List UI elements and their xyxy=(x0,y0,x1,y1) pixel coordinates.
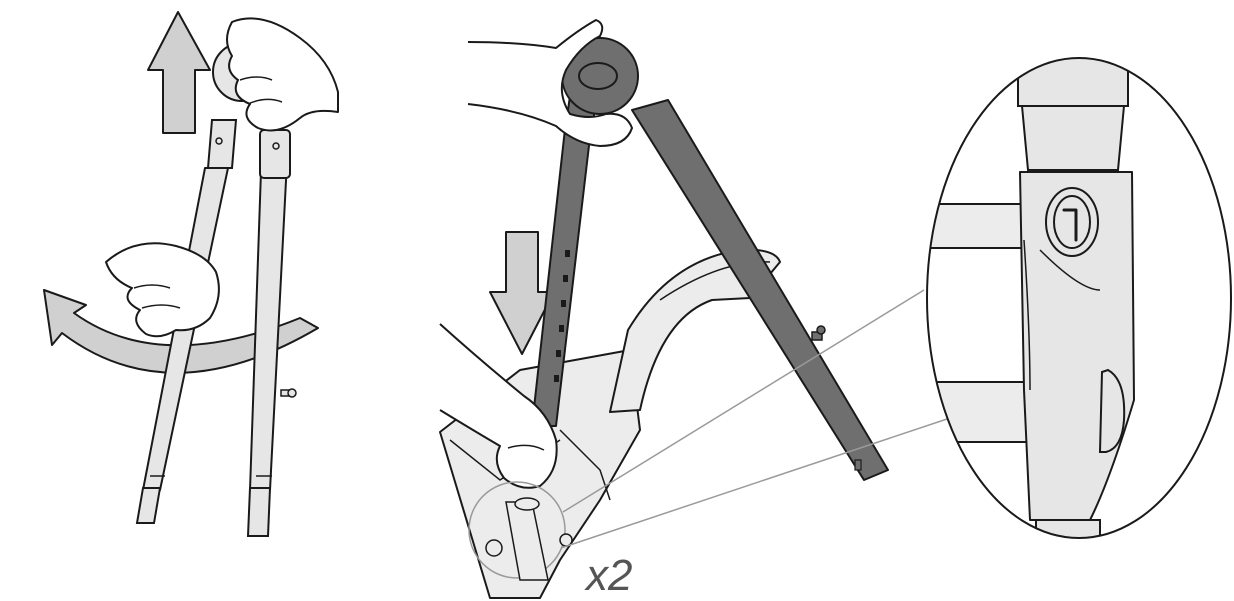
dark-right-leg xyxy=(631,99,889,481)
panel-3-detail-zoom xyxy=(926,57,1232,539)
right-leg-foot xyxy=(246,487,272,537)
dark-leg-push-pin xyxy=(811,325,826,341)
lock-indicator-icon xyxy=(1045,187,1099,257)
zoom-connector-lines xyxy=(560,289,963,549)
curved-rotate-arrow-icon xyxy=(43,289,319,374)
panel-2-attach-frame: x2 xyxy=(439,19,889,600)
push-pin-button xyxy=(280,388,297,398)
seat-backrest xyxy=(609,248,781,413)
upper-hand xyxy=(226,17,339,132)
right-leg-tube xyxy=(249,141,289,491)
up-arrow-icon xyxy=(147,11,211,134)
lower-hand xyxy=(105,242,220,338)
panel-2-lower-hand xyxy=(439,323,558,489)
right-leg-sleeve xyxy=(259,129,291,179)
multiplier-label: x2 xyxy=(584,551,632,600)
left-leg-foot xyxy=(135,487,162,524)
panel-2-upper-hand xyxy=(467,19,633,147)
detail-oval-frame xyxy=(926,57,1232,539)
panel-1-rotate-legs xyxy=(43,11,339,537)
zoom-circle xyxy=(468,481,566,579)
down-arrow-icon xyxy=(489,231,555,355)
detail-side-knob xyxy=(1098,368,1126,453)
detail-upper-tube xyxy=(1017,58,1129,107)
